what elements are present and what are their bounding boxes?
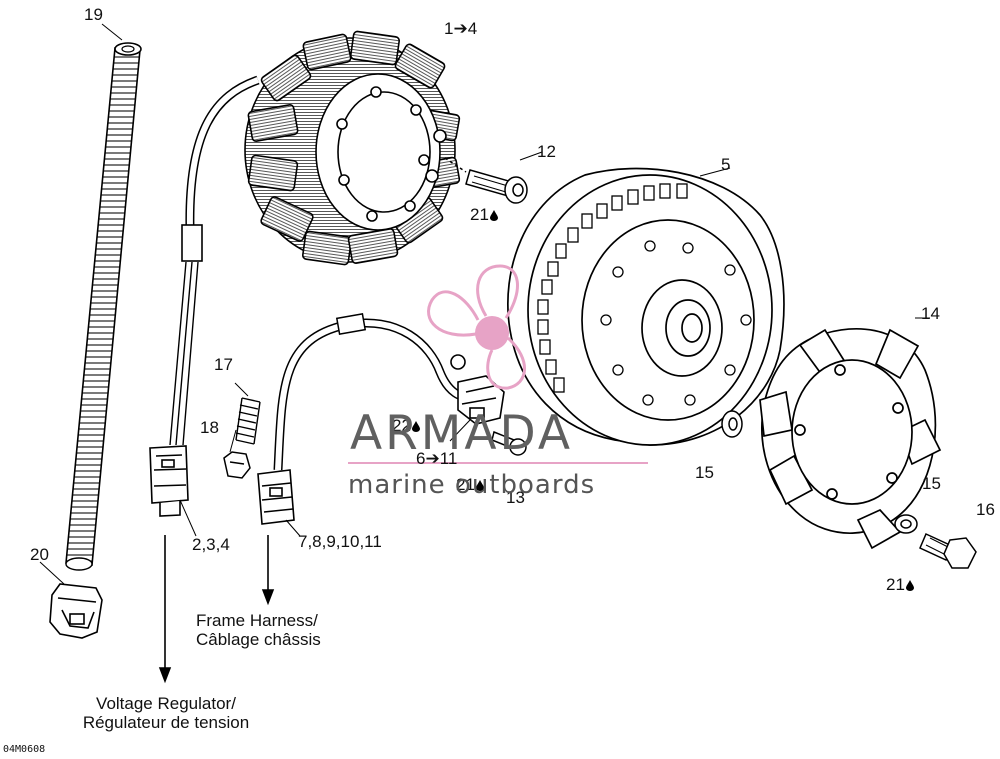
callout-21-a: 21 (470, 206, 498, 224)
frame-harness-line1: Frame Harness/ (196, 611, 318, 630)
stator-1-4 (244, 30, 461, 266)
callout-1-4: 1➔4 (444, 19, 478, 38)
frame-harness-caption: Frame Harness/ Câblage châssis (196, 611, 321, 649)
part-19-conduit (65, 42, 142, 571)
callout-21-a-text: 21 (470, 205, 489, 224)
callout-21-c-text: 21 (886, 575, 905, 594)
callout-18: 18 (200, 418, 219, 437)
part-13-screw (491, 430, 527, 456)
sensor-assembly (450, 354, 505, 425)
callout-6-11: 6➔11 (416, 449, 458, 468)
drop-icon (475, 480, 484, 491)
drop-icon (489, 210, 498, 221)
stator-wire (169, 75, 260, 446)
callout-20: 20 (30, 545, 49, 564)
callout-12: 12 (537, 142, 556, 161)
callout-19: 19 (84, 5, 103, 24)
part-17-spring (234, 382, 261, 445)
watermark-brand: ARMADA (350, 406, 574, 461)
drop-icon (905, 580, 914, 591)
callout-21-b: 21 (456, 476, 484, 494)
callout-7-11: 7,8,9,10,11 (298, 532, 382, 551)
callout-14: 14 (921, 304, 940, 323)
callout-16: 16 (976, 500, 995, 519)
callout-5: 5 (721, 155, 731, 174)
watermark-propeller-icon (427, 264, 526, 390)
callout-17: 17 (214, 355, 233, 374)
connector-2-3-4 (149, 445, 189, 684)
drawing-code: 04M0608 (3, 744, 46, 755)
callout-15-b: 15 (922, 474, 941, 493)
part-20-clip (49, 583, 103, 639)
leader-lines (39, 23, 930, 585)
callout-21-b-text: 21 (456, 475, 475, 494)
callout-13: 13 (506, 488, 525, 507)
voltage-regulator-line2: Régulateur de tension (82, 713, 250, 732)
part-14-trigger-wheel (759, 328, 942, 550)
callout-15-a: 15 (695, 463, 714, 482)
watermark-tagline: marine outboards (348, 470, 596, 500)
frame-harness-line2: Câblage châssis (196, 630, 321, 649)
callout-2-3-4: 2,3,4 (192, 535, 230, 554)
part-5-flywheel (507, 167, 785, 446)
part-12-bolt (444, 157, 528, 204)
connector-7-11 (257, 469, 295, 606)
part-15-washer-left (721, 410, 743, 438)
harness-wire (273, 312, 473, 471)
part-15-washer-right (894, 514, 918, 534)
part-16-bolt (919, 532, 977, 569)
part-18-clip (223, 451, 251, 479)
callout-22: 22 (392, 417, 420, 435)
drop-icon (411, 421, 420, 432)
callout-21-c: 21 (886, 576, 914, 594)
voltage-regulator-caption: Voltage Regulator/ Régulateur de tension (58, 694, 274, 732)
voltage-regulator-line1: Voltage Regulator/ (96, 694, 236, 713)
callout-22-text: 22 (392, 416, 411, 435)
